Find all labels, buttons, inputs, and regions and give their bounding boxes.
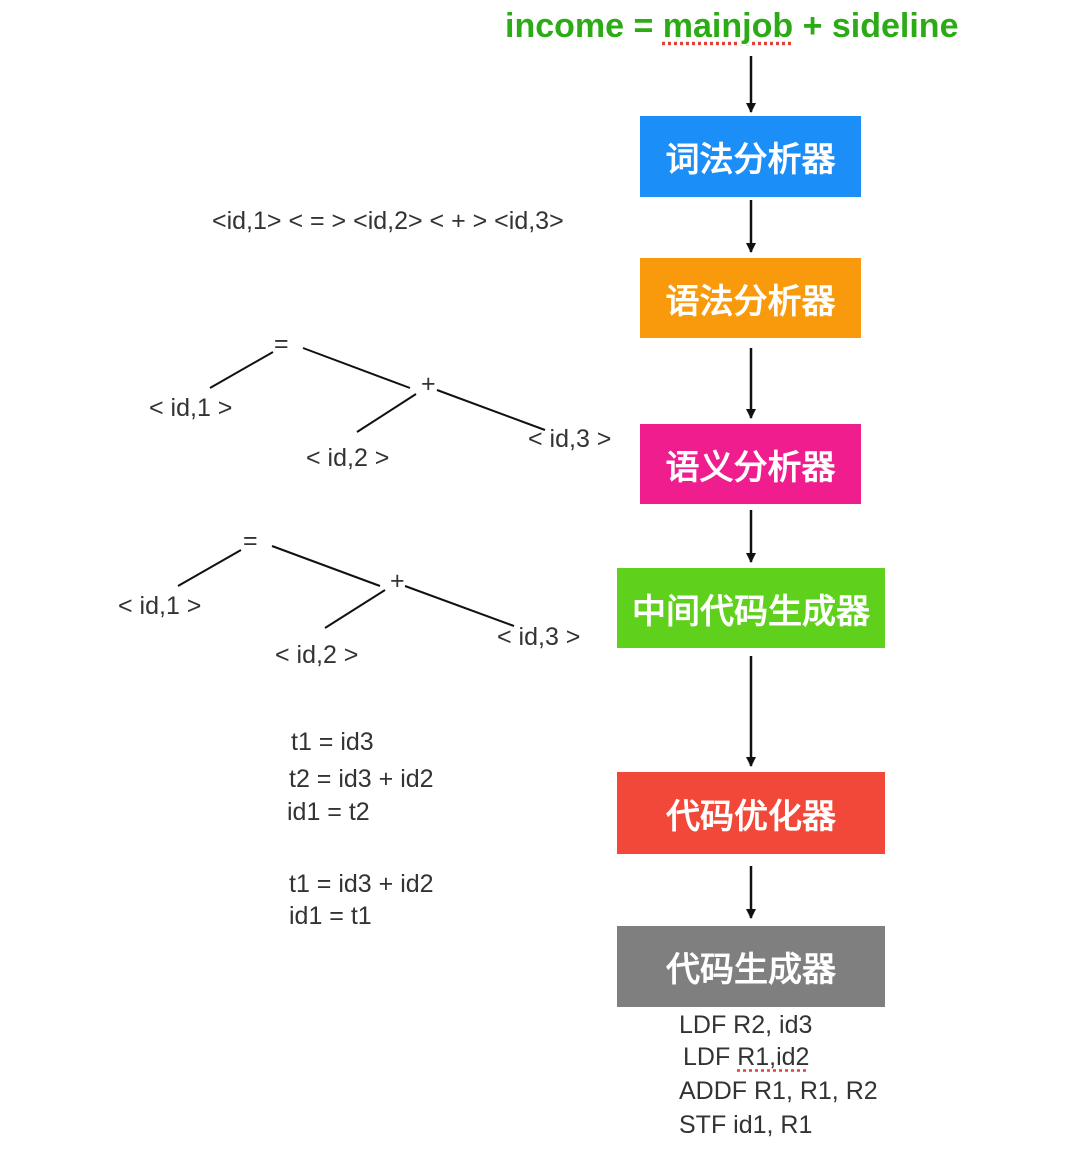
target-line-3: ADDF R1, R1, R2 <box>679 1077 878 1105</box>
stage-label: 语义分析器 <box>665 447 836 488</box>
intermediate-line-3: id1 = t2 <box>287 798 370 826</box>
title-formula: income = mainjob + sideline <box>505 6 958 46</box>
target-line-2: LDF R1,id2 <box>683 1042 809 1072</box>
intermediate-line-1: t1 = id3 <box>291 728 374 756</box>
stage-label: 词法分析器 <box>665 140 836 180</box>
semantic-edge-plus-id2 <box>324 589 386 629</box>
semantic-tree-root: = <box>243 527 258 555</box>
title-left: income = <box>505 7 663 45</box>
stage-intermediate-code-generator: 中间代码生成器 <box>617 568 885 648</box>
stage-syntax-analyzer: 语法分析器 <box>640 258 861 338</box>
target-line-2-args: R1,id2 <box>737 1043 810 1071</box>
stage-code-generator: 代码生成器 <box>617 926 885 1007</box>
syntax-tree-plus: + <box>421 370 436 398</box>
semantic-edge-root-id1 <box>177 549 242 587</box>
stage-lexical-analyzer: 词法分析器 <box>640 116 861 197</box>
optimized-line-1: t1 = id3 + id2 <box>289 870 434 898</box>
syntax-tree-root: = <box>274 330 289 358</box>
target-line-2-op: LDF <box>683 1043 738 1071</box>
semantic-tree-id2: < id,2 > <box>275 641 359 669</box>
optimized-line-2: id1 = t1 <box>289 902 372 930</box>
syntax-tree-id2: < id,2 > <box>306 444 390 472</box>
stage-label: 中间代码生成器 <box>632 591 870 632</box>
stage-label: 语法分析器 <box>665 281 836 322</box>
semantic-tree-plus: + <box>390 567 405 595</box>
target-line-4: STF id1, R1 <box>679 1111 813 1139</box>
stage-label: 代码优化器 <box>666 796 836 837</box>
semantic-edge-plus-id3 <box>404 585 515 627</box>
syntax-edge-plus-id2 <box>356 393 417 433</box>
syntax-edge-plus-id3 <box>436 389 546 431</box>
syntax-tree-id1: < id,1 > <box>149 394 233 422</box>
stage-semantic-analyzer: 语义分析器 <box>640 424 861 504</box>
syntax-edge-root-id1 <box>209 351 274 389</box>
stage-code-optimizer: 代码优化器 <box>617 772 885 854</box>
syntax-edge-root-plus <box>302 347 411 389</box>
target-line-1: LDF R2, id3 <box>679 1011 813 1039</box>
title-mainjob: mainjob <box>662 7 794 45</box>
intermediate-line-2: t2 = id3 + id2 <box>289 765 434 793</box>
token-stream: <id,1> < = > <id,2> < + > <id,3> <box>212 207 564 235</box>
stage-label: 代码生成器 <box>666 950 836 990</box>
syntax-tree-id3: < id,3 > <box>528 425 612 453</box>
semantic-tree-id1: < id,1 > <box>118 592 202 620</box>
semantic-edge-root-plus <box>271 545 381 587</box>
title-right: + sideline <box>793 7 959 45</box>
semantic-tree-id3: < id,3 > <box>497 623 581 651</box>
